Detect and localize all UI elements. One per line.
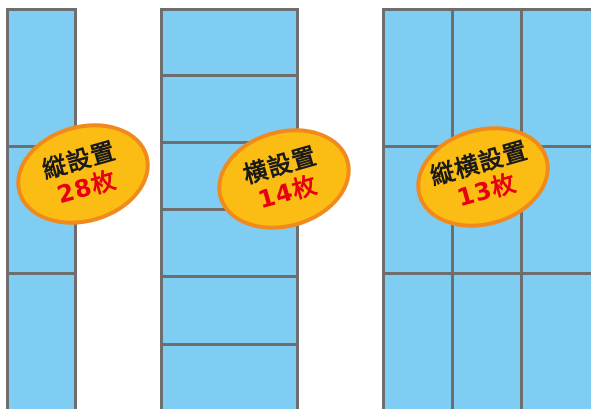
grid-line xyxy=(160,343,299,346)
grid-line xyxy=(382,8,591,11)
grid-line xyxy=(6,8,77,11)
grid-line xyxy=(160,74,299,77)
grid-line xyxy=(160,275,299,278)
grid-line xyxy=(520,145,591,148)
grid-line xyxy=(6,8,9,409)
grid-line xyxy=(520,272,591,275)
grid-line xyxy=(160,8,299,11)
grid-line xyxy=(160,141,299,144)
grid-line xyxy=(6,272,77,275)
grid-line xyxy=(382,272,522,275)
grid-line xyxy=(382,8,385,409)
